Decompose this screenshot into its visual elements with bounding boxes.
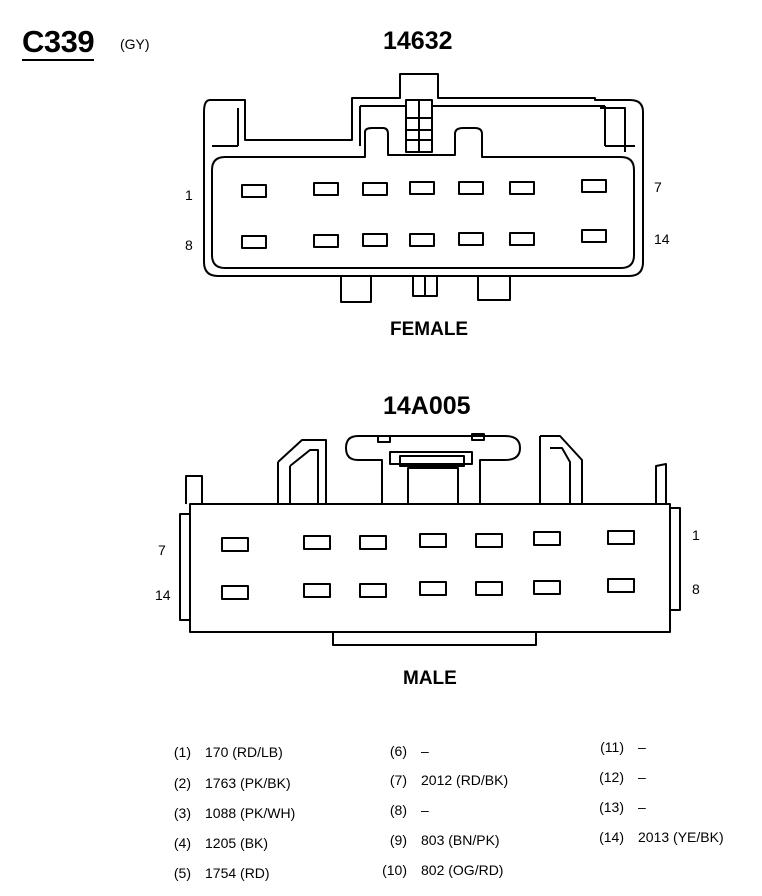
male-part-number: 14A005 xyxy=(383,392,471,420)
pinout-num: (13) xyxy=(599,799,624,815)
male-pin-11 xyxy=(419,581,447,596)
male-pin-5 xyxy=(359,535,387,550)
pinout-circuit: – xyxy=(421,743,429,759)
pinout-circuit: 803 (BN/PK) xyxy=(421,832,500,848)
male-pin-9 xyxy=(533,580,561,595)
male-pin-10 xyxy=(475,581,503,596)
female-cavity-3 xyxy=(362,182,388,196)
pinout-circuit: 2012 (RD/BK) xyxy=(421,772,509,788)
male-pin-4 xyxy=(419,533,447,548)
pinout-num: (3) xyxy=(173,805,191,821)
female-caption: FEMALE xyxy=(390,319,469,340)
male-pin-3 xyxy=(475,533,503,548)
female-cavity-6 xyxy=(509,181,535,195)
female-cavity-5 xyxy=(458,181,484,195)
connector-color: (GY) xyxy=(120,36,150,52)
pinout-num: (14) xyxy=(599,829,624,845)
female-cavity-10 xyxy=(362,233,388,247)
female-cavity-11 xyxy=(409,233,435,247)
male-pin-2 xyxy=(533,531,561,546)
pinout-row: (1) 170 (RD/LB) xyxy=(167,745,283,759)
pinout-circuit: 170 (RD/LB) xyxy=(205,744,283,760)
female-cavity-13 xyxy=(509,232,535,246)
pinout-row: (12)– xyxy=(594,770,646,784)
male-pin-label-7: 7 xyxy=(158,542,166,558)
pinout-row: (14) 2013 (YE/BK) xyxy=(594,830,724,844)
pinout-circuit: 1088 (PK/WH) xyxy=(205,805,296,821)
pinout-circuit: 1754 (RD) xyxy=(205,865,270,881)
female-cavity-1 xyxy=(241,184,267,198)
pinout-num: (12) xyxy=(599,769,624,785)
female-cavity-4 xyxy=(409,181,435,195)
pinout-row: (2) 1763 (PK/BK) xyxy=(167,776,291,790)
male-pin-14 xyxy=(221,585,249,600)
female-cavity-14 xyxy=(581,229,607,243)
pinout-row: (7) 2012 (RD/BK) xyxy=(377,773,508,787)
pinout-circuit: 802 (OG/RD) xyxy=(421,862,504,878)
female-pin-label-1: 1 xyxy=(185,187,193,203)
pinout-circuit: – xyxy=(421,802,429,818)
pinout-row: (9) 803 (BN/PK) xyxy=(377,833,500,847)
pinout-circuit: 1205 (BK) xyxy=(205,835,269,851)
female-cavity-7 xyxy=(581,179,607,193)
pinout-row: (5) 1754 (RD) xyxy=(167,866,270,880)
pinout-num: (7) xyxy=(389,772,407,788)
female-cavity-12 xyxy=(458,232,484,246)
male-pin-8 xyxy=(607,578,635,593)
pinout-num: (11) xyxy=(600,739,624,755)
pinout-row: (8)– xyxy=(377,803,429,817)
male-pin-6 xyxy=(303,535,331,550)
male-pin-label-1: 1 xyxy=(692,527,700,543)
male-pin-13 xyxy=(303,583,331,598)
pinout-row: (6)– xyxy=(377,744,429,758)
pinout-row: (11)– xyxy=(594,740,646,754)
female-pin-label-8: 8 xyxy=(185,237,193,253)
pinout-circuit: – xyxy=(638,769,646,785)
male-caption: MALE xyxy=(403,668,457,689)
pinout-num: (1) xyxy=(173,744,191,760)
male-pin-7 xyxy=(221,537,249,552)
pinout-num: (6) xyxy=(389,743,407,759)
male-pins xyxy=(221,530,635,600)
male-pin-12 xyxy=(359,583,387,598)
pinout-num: (9) xyxy=(389,832,407,848)
male-pin-1 xyxy=(607,530,635,545)
pinout-circuit: 1763 (PK/BK) xyxy=(205,775,291,791)
pinout-num: (5) xyxy=(173,865,191,881)
female-cavities xyxy=(241,179,607,249)
pinout-row: (10) 802 (OG/RD) xyxy=(377,863,503,877)
pinout-row: (3) 1088 (PK/WH) xyxy=(167,806,295,820)
female-pin-label-7: 7 xyxy=(654,179,662,195)
pinout-row: (13)– xyxy=(594,800,646,814)
female-connector-housing xyxy=(203,73,644,303)
pinout-num: (4) xyxy=(173,835,191,851)
pinout-num: (10) xyxy=(382,862,407,878)
pinout-circuit: 2013 (YE/BK) xyxy=(638,829,724,845)
female-cavity-9 xyxy=(313,234,339,248)
female-cavity-8 xyxy=(241,235,267,249)
female-cavity-2 xyxy=(313,182,339,196)
pinout-circuit: – xyxy=(638,799,646,815)
female-part-number: 14632 xyxy=(383,27,453,55)
female-pin-label-14: 14 xyxy=(654,231,670,247)
pinout-row: (4) 1205 (BK) xyxy=(167,836,268,850)
male-pin-label-14: 14 xyxy=(155,587,171,603)
pinout-num: (8) xyxy=(389,802,407,818)
male-pin-label-8: 8 xyxy=(692,581,700,597)
pinout-num: (2) xyxy=(173,775,191,791)
connector-id: C339 xyxy=(22,24,95,61)
pinout-circuit: – xyxy=(638,739,646,755)
male-connector-housing xyxy=(179,433,681,646)
